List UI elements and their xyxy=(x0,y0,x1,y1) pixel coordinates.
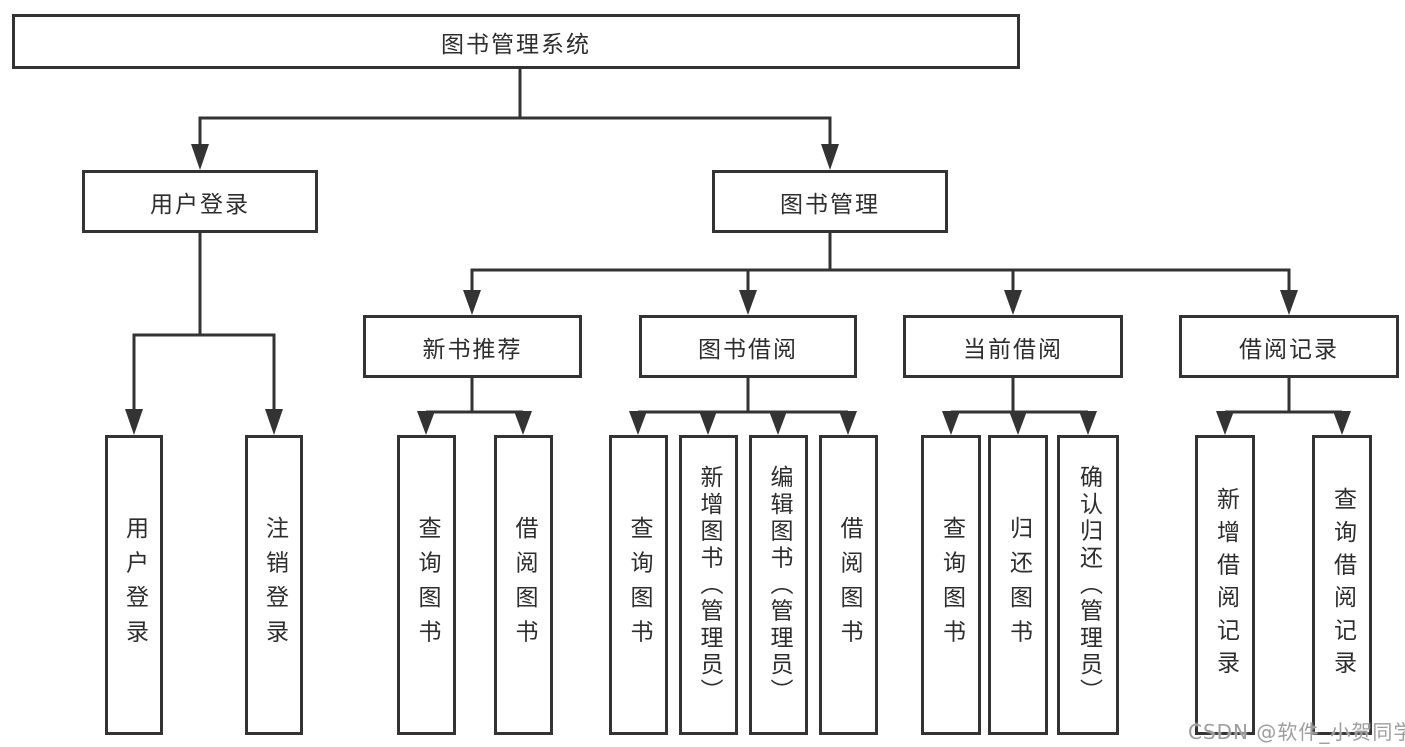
edge-borrowrecords-to-leaves xyxy=(1225,378,1342,414)
arrowheads xyxy=(125,144,1351,435)
leaf-user-login-label: 用户登录 xyxy=(121,516,148,654)
arrow-icon xyxy=(942,411,960,435)
arrow-icon xyxy=(125,409,143,435)
node-book-borrow-label: 图书借阅 xyxy=(698,336,798,363)
edge-userlogin-to-leaves xyxy=(132,233,276,413)
node-borrow-records: 借阅记录 xyxy=(1179,315,1399,378)
leaf-query-borrow-record-label: 查询借阅记录 xyxy=(1329,487,1356,683)
node-user-login: 用户登录 xyxy=(82,170,318,233)
csdn-watermark: CSDN @软件_小贺同学 xyxy=(1188,720,1405,744)
arrow-icon xyxy=(265,409,283,435)
node-new-book-recommend: 新书推荐 xyxy=(363,315,582,378)
edge-bookmgmt-to-level3 xyxy=(470,233,1291,292)
arrow-icon xyxy=(839,411,857,435)
leaf-logout: 注销登录 xyxy=(245,435,303,735)
node-book-management: 图书管理 xyxy=(712,170,948,233)
leaf-confirm-return-admin-label: 确认归还（管理员） xyxy=(1075,464,1102,706)
leaf-query-books-current-label: 查询图书 xyxy=(938,516,965,654)
node-new-book-recommend-label: 新书推荐 xyxy=(422,336,523,363)
arrow-icon xyxy=(1009,411,1027,435)
leaf-query-books-current: 查询图书 xyxy=(921,435,981,735)
arrow-icon xyxy=(739,290,757,315)
leaf-user-login: 用户登录 xyxy=(105,435,163,735)
node-borrow-records-label: 借阅记录 xyxy=(1239,336,1339,363)
arrow-icon xyxy=(699,411,717,435)
node-root-system: 图书管理系统 xyxy=(12,14,1020,69)
leaf-borrow-books: 借阅图书 xyxy=(819,435,878,735)
leaf-query-books-recommend-label: 查询图书 xyxy=(414,516,440,654)
leaf-add-books-admin-label: 新增图书（管理员） xyxy=(696,464,722,706)
arrow-icon xyxy=(1004,290,1022,315)
arrow-icon xyxy=(821,144,839,170)
leaf-logout-label: 注销登录 xyxy=(261,516,288,654)
arrow-icon xyxy=(1079,411,1097,435)
leaf-return-books-label: 归还图书 xyxy=(1005,516,1032,654)
arrow-icon xyxy=(463,290,481,315)
leaf-add-books-admin: 新增图书（管理员） xyxy=(679,435,738,735)
leaf-query-books-borrow-label: 查询图书 xyxy=(626,516,652,654)
arrow-icon xyxy=(1280,290,1298,315)
arrow-icon xyxy=(191,144,209,170)
leaf-edit-books-admin: 编辑图书（管理员） xyxy=(749,435,808,735)
leaf-borrow-books-recommend: 借阅图书 xyxy=(494,435,553,735)
leaf-borrow-books-label: 借阅图书 xyxy=(836,516,862,654)
edge-newbook-to-leaves xyxy=(426,378,523,414)
node-root-label: 图书管理系统 xyxy=(441,31,591,58)
arrow-icon xyxy=(1216,411,1234,435)
arrow-icon xyxy=(629,411,647,435)
leaf-query-borrow-record: 查询借阅记录 xyxy=(1312,435,1372,735)
edge-bookborrow-to-leaves xyxy=(638,378,848,414)
node-book-management-label: 图书管理 xyxy=(780,191,880,218)
arrow-icon xyxy=(514,411,532,435)
leaf-query-books-borrow: 查询图书 xyxy=(609,435,668,735)
node-current-borrow: 当前借阅 xyxy=(903,315,1123,378)
edge-currentborrow-to-leaves xyxy=(951,378,1088,414)
leaf-add-borrow-record: 新增借阅记录 xyxy=(1195,435,1255,735)
arrow-icon xyxy=(417,411,435,435)
arrow-icon xyxy=(1333,411,1351,435)
node-user-login-label: 用户登录 xyxy=(150,191,250,218)
leaf-add-borrow-record-label: 新增借阅记录 xyxy=(1212,487,1239,683)
leaf-return-books: 归还图书 xyxy=(988,435,1048,735)
edge-root-to-level2 xyxy=(198,68,832,146)
leaf-borrow-books-recommend-label: 借阅图书 xyxy=(511,516,537,654)
node-book-borrow: 图书借阅 xyxy=(639,315,857,378)
leaf-confirm-return-admin: 确认归还（管理员） xyxy=(1057,435,1119,735)
leaf-edit-books-admin-label: 编辑图书（管理员） xyxy=(766,464,792,706)
arrow-icon xyxy=(769,411,787,435)
leaf-query-books-recommend: 查询图书 xyxy=(397,435,456,735)
node-current-borrow-label: 当前借阅 xyxy=(963,336,1063,363)
